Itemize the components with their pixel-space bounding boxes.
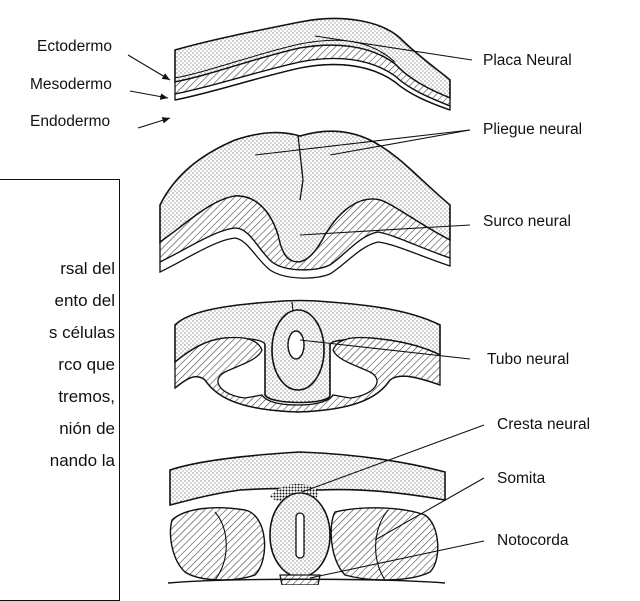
leader-mesodermo [130, 91, 168, 98]
label-somita: Somita [497, 470, 545, 488]
somite-right [331, 508, 438, 580]
stage-neural-groove [160, 131, 450, 278]
stage-neural-crest [168, 452, 445, 585]
leader-ectodermo [128, 55, 170, 80]
text-line: s células [49, 323, 115, 343]
label-endodermo: Endodermo [30, 113, 110, 131]
label-cresta-neural: Cresta neural [497, 416, 590, 434]
neural-canal [288, 331, 304, 359]
notochord [280, 575, 320, 585]
text-line: rco que [58, 355, 115, 375]
text-line: tremos, [58, 387, 115, 407]
text-box: rsal del ento del s células rco que trem… [0, 179, 120, 601]
stage-neural-tube [175, 301, 440, 413]
label-tubo-neural: Tubo neural [487, 351, 569, 369]
text-line: nión de [59, 419, 115, 439]
label-placa-neural: Placa Neural [483, 52, 572, 70]
text-line: rsal del [60, 259, 115, 279]
text-line: ento del [55, 291, 116, 311]
label-mesodermo: Mesodermo [30, 76, 112, 94]
label-ectodermo: Ectodermo [37, 38, 112, 56]
somite-left [171, 508, 265, 580]
label-notocorda: Notocorda [497, 532, 569, 550]
stage-neural-plate [175, 19, 450, 110]
text-line: nando la [50, 451, 115, 471]
leader-endodermo [138, 118, 170, 128]
label-surco-neural: Surco neural [483, 213, 571, 231]
neural-canal [296, 513, 304, 558]
label-pliegue-neural: Pliegue neural [483, 121, 582, 139]
